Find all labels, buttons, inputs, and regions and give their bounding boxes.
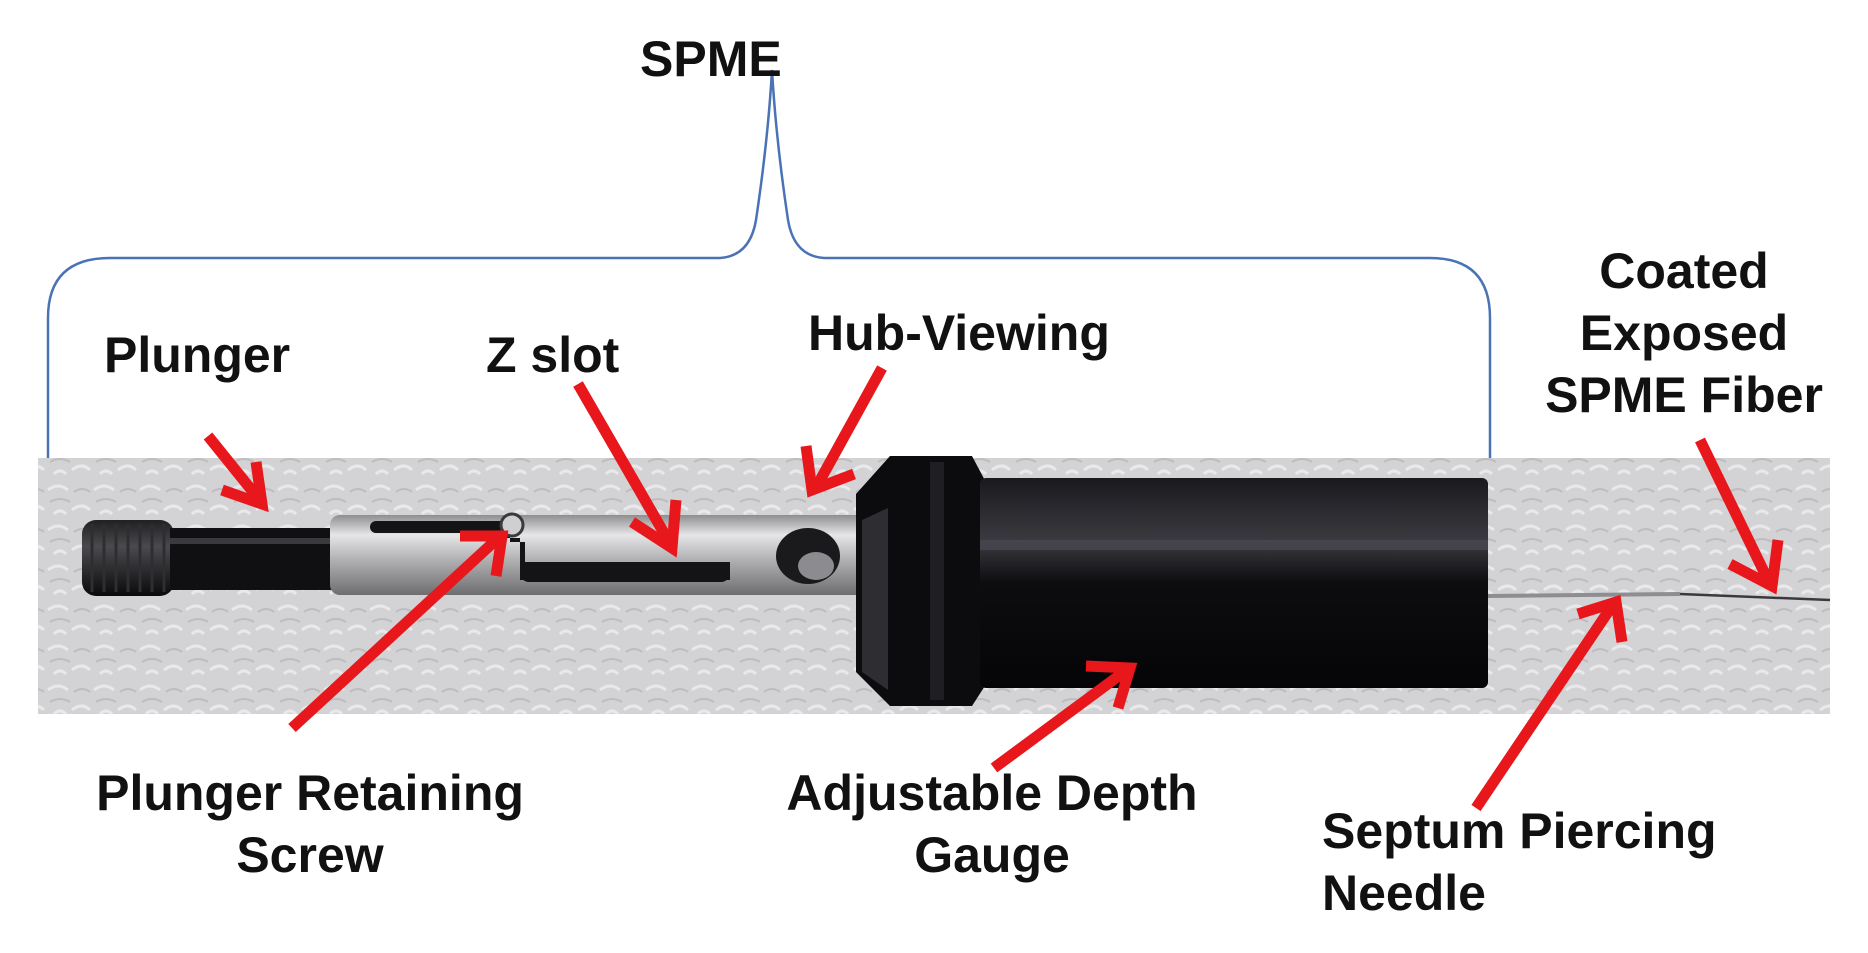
depth-gauge-label: Adjustable Depth Gauge [786,765,1198,883]
spme-brace [46,69,1492,458]
septum-needle-label: Septum Piercing Needle [1322,803,1717,921]
plunger-knurl [90,524,166,592]
hex-nut-highlight [930,462,944,700]
retaining-screw-arrow [288,530,509,733]
plunger-arrow [203,432,269,513]
hex-nut-face [862,508,888,690]
arrow-group [203,365,1784,812]
z-slot-upper [370,521,510,533]
hex-nut [856,456,990,706]
septum-needle-line [1487,592,1681,598]
hub-viewing-reflection [798,552,834,580]
plunger-rod [170,528,336,590]
spme-title: SPME [640,31,782,87]
z-slot-lower [520,562,730,582]
barrel-shine [980,540,1488,550]
plunger-label: Plunger [104,327,291,383]
hub-viewing-arrow [800,365,887,498]
septum-needle-arrow [1471,594,1628,812]
spme-fiber-line [1679,592,1831,602]
plunger-rod-highlight [170,538,336,544]
depth-gauge-barrel [980,478,1488,688]
depth-gauge-arrow [990,660,1138,773]
hub-viewing-label: Hub-Viewing [808,305,1110,361]
retaining-screw-label: Plunger Retaining Screw [96,765,524,883]
fiber-arrow [1695,437,1784,595]
coated-fiber-label: Coated Exposed SPME Fiber [1545,243,1823,423]
z-slot-label: Z slot [486,327,620,383]
z-slot-arrow [573,381,682,558]
